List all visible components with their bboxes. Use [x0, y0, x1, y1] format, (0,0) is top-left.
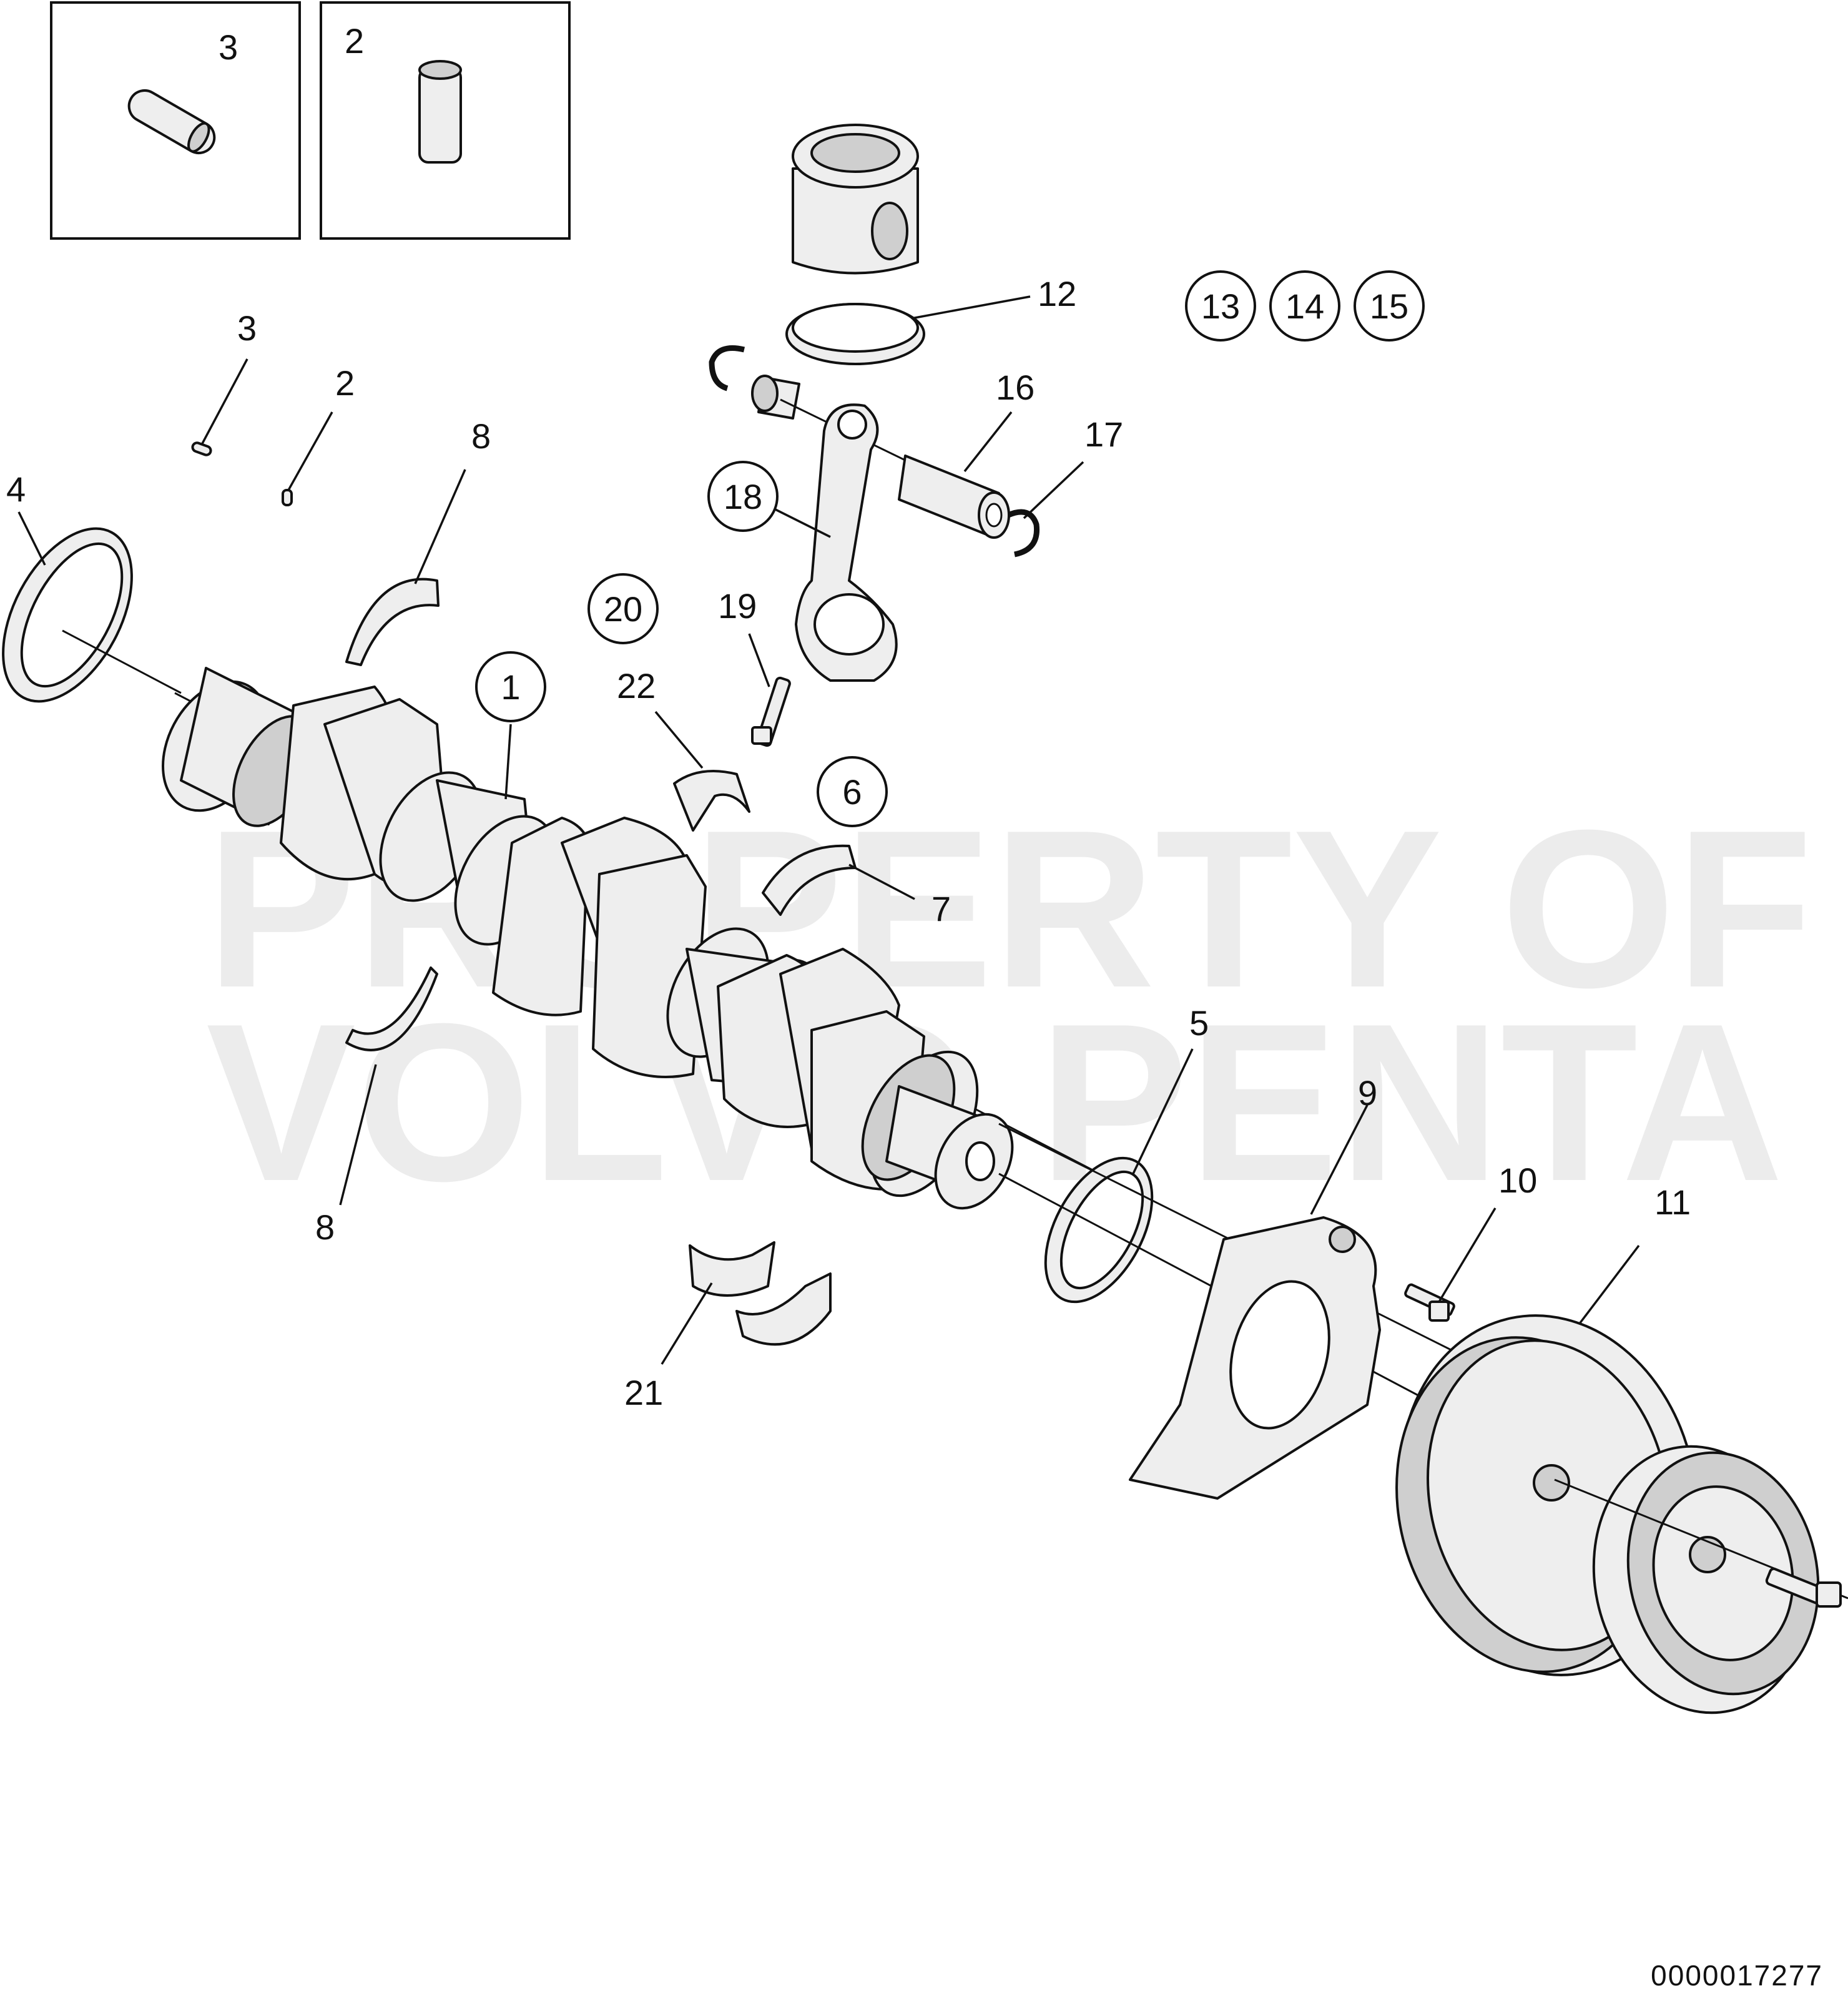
- callout-8-upper: 8: [471, 416, 491, 456]
- circled-callout-18: 18: [707, 461, 779, 532]
- svg-text:20: 20: [604, 589, 642, 629]
- callout-10: 10: [1498, 1161, 1537, 1200]
- bolt-10: [1404, 1207, 1497, 1322]
- svg-text:1: 1: [501, 667, 520, 707]
- svg-text:13: 13: [1201, 287, 1240, 326]
- circled-callout-15: 15: [1354, 270, 1425, 342]
- circled-callout-20: 20: [587, 573, 659, 644]
- callout-11: 11: [1654, 1182, 1691, 1222]
- svg-text:6: 6: [842, 772, 862, 812]
- thrust-washer-8-lower: [339, 966, 438, 1206]
- circlip-left: [709, 345, 745, 391]
- front-cover-9: [998, 1104, 1474, 1500]
- pin-3: [191, 358, 248, 456]
- bearing-shell-22: [654, 710, 750, 832]
- circled-callout-1: 1: [475, 651, 546, 722]
- circlip-17: [1007, 461, 1084, 558]
- callout-16: 16: [996, 368, 1035, 407]
- callout-22: 22: [617, 666, 656, 706]
- front-seal-5: [1044, 1048, 1194, 1304]
- circled-callout-13: 13: [1185, 270, 1256, 342]
- dowel-2: [282, 411, 333, 506]
- document-number: 0000017277: [1651, 1959, 1823, 1992]
- svg-text:18: 18: [724, 477, 762, 516]
- vibration-damper: [1554, 1445, 1848, 1714]
- callout-12: 12: [1038, 274, 1076, 313]
- circled-callout-14: 14: [1269, 270, 1340, 342]
- center-bolt: [1765, 1567, 1842, 1608]
- callout-2: 2: [335, 363, 355, 403]
- connecting-rod-18: [767, 403, 898, 682]
- rear-seal-4: [2, 511, 182, 703]
- main-bearing-7: [762, 844, 915, 916]
- piston-assembly: [792, 124, 919, 275]
- thrust-washer-8-upper: [345, 469, 466, 666]
- small-end-bushing: [751, 375, 800, 420]
- callout-17: 17: [1084, 415, 1123, 454]
- callout-9: 9: [1358, 1073, 1377, 1113]
- piston-ring-12: [785, 295, 1031, 365]
- callout-5: 5: [1189, 1003, 1209, 1043]
- svg-text:14: 14: [1285, 287, 1324, 326]
- callout-8-lower: 8: [315, 1207, 335, 1247]
- inset-box-pin-3: 3: [50, 1, 301, 240]
- callout-4: 4: [6, 470, 26, 509]
- callout-19: 19: [718, 586, 757, 626]
- callout-21: 21: [624, 1373, 663, 1412]
- piston-pin-16: [780, 398, 1013, 539]
- crankshaft-1: [162, 667, 1124, 1210]
- callout-7: 7: [931, 889, 951, 928]
- main-bearings-21: [661, 1241, 832, 1365]
- svg-text:15: 15: [1370, 287, 1408, 326]
- inset-label-3: 3: [219, 27, 238, 67]
- rod-bolt-19: [748, 633, 791, 747]
- inset-box-dowel-2: 2: [320, 1, 571, 240]
- inset-label-2: 2: [345, 21, 364, 61]
- circled-callout-6: 6: [817, 756, 888, 827]
- callout-3: 3: [237, 308, 257, 348]
